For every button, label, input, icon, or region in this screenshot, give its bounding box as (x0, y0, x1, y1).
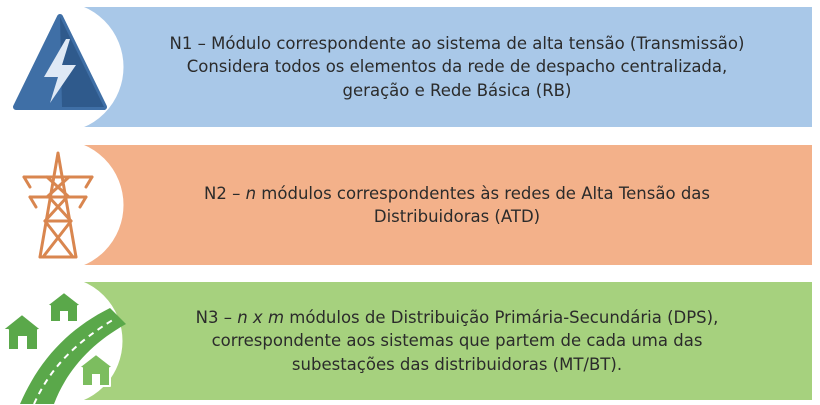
level-n1-band: N1 – Módulo correspondente ao sistema de… (76, 7, 812, 127)
level-n1-desc-line1: Considera todos os elementos da rede de … (186, 57, 728, 77)
level-n3-title-rest: módulos de Distribuição Primária-Secundá… (284, 307, 719, 327)
level-n3-band: N3 – n x m módulos de Distribuição Primá… (76, 282, 812, 400)
level-n1-desc-line2: geração e Rede Básica (RB) (342, 80, 572, 100)
level-n3-row: N3 – n x m módulos de Distribuição Primá… (0, 278, 820, 404)
level-n3-desc-line1: correspondente aos sistemas que partem d… (211, 331, 703, 351)
level-n3-prefix: N3 – (195, 307, 238, 327)
level-n2-row: N2 – n módulos correspondentes às redes … (0, 141, 820, 269)
level-n2-title-rest: módulos correspondentes às redes de Alta… (256, 183, 710, 203)
houses-road-icon (0, 278, 126, 404)
level-n2-italic: n (245, 183, 257, 203)
level-n3-italic: n x m (237, 307, 285, 327)
lightning-bolt-icon (0, 3, 124, 131)
transmission-tower-icon (0, 141, 124, 269)
level-n2-prefix: N2 – (204, 183, 246, 203)
level-n2-desc-line: Distribuidoras (ATD) (373, 207, 541, 226)
level-n3-desc-line2: subestações das distribuidoras (MT/BT). (291, 354, 623, 374)
level-n1-title: N1 – Módulo correspondente ao sistema de… (169, 33, 745, 53)
level-n2-band: N2 – n módulos correspondentes às redes … (76, 145, 812, 265)
level-n1-row: N1 – Módulo correspondente ao sistema de… (0, 3, 820, 131)
